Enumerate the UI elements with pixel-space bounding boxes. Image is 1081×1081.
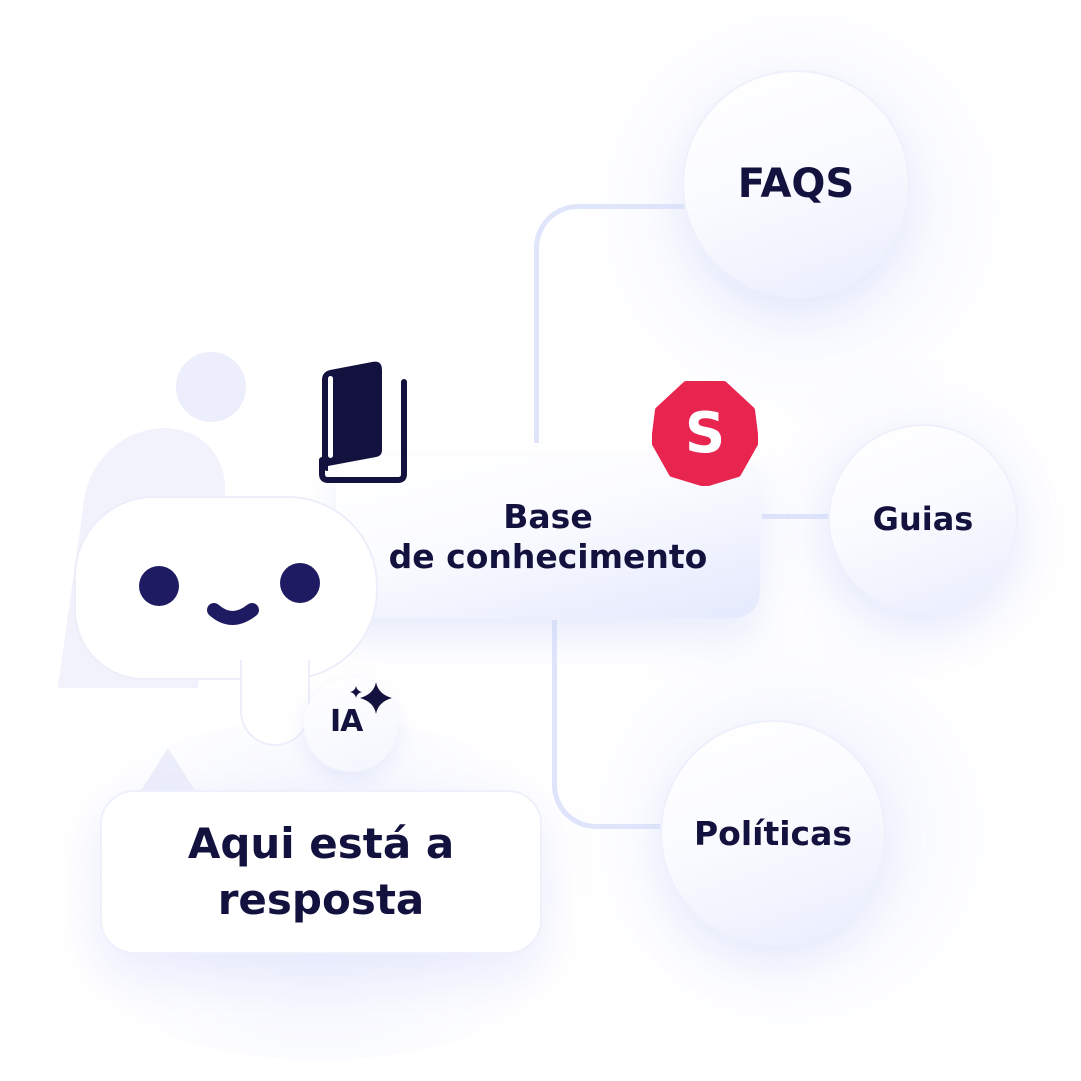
assistant-chat-bubble — [74, 496, 378, 680]
connector-faqs — [534, 204, 699, 443]
svg-text:S: S — [685, 401, 725, 466]
ia-badge-label: IA — [330, 704, 363, 739]
branch-politicas[interactable]: Políticas — [660, 720, 886, 946]
branch-politicas-label: Políticas — [693, 813, 853, 853]
brand-s-badge-icon: S — [652, 381, 758, 486]
response-bubble: Aqui está a resposta — [100, 790, 542, 954]
book-icon — [319, 361, 407, 483]
assistant-chat-bubble-tail — [240, 660, 310, 746]
smiling-face-icon — [139, 563, 320, 625]
connector-politicas — [552, 620, 677, 829]
knowledge-base-card[interactable]: Base de conhecimento — [336, 456, 760, 618]
response-text-line1: Aqui está a — [187, 819, 455, 868]
response-text-line2: resposta — [217, 875, 425, 924]
branch-guias-label: Guias — [872, 500, 974, 538]
connector-guias — [762, 514, 832, 519]
knowledge-base-title-line1: Base — [503, 497, 593, 536]
branch-faqs-label: FAQS — [737, 161, 855, 207]
response-bubble-tail — [140, 748, 196, 792]
sparkles-icon — [350, 682, 392, 714]
branch-guias[interactable]: Guias — [828, 424, 1018, 614]
person-icon-head — [176, 352, 246, 422]
branch-faqs[interactable]: FAQS — [682, 70, 910, 298]
knowledge-base-title-line2: de conhecimento — [388, 537, 708, 576]
